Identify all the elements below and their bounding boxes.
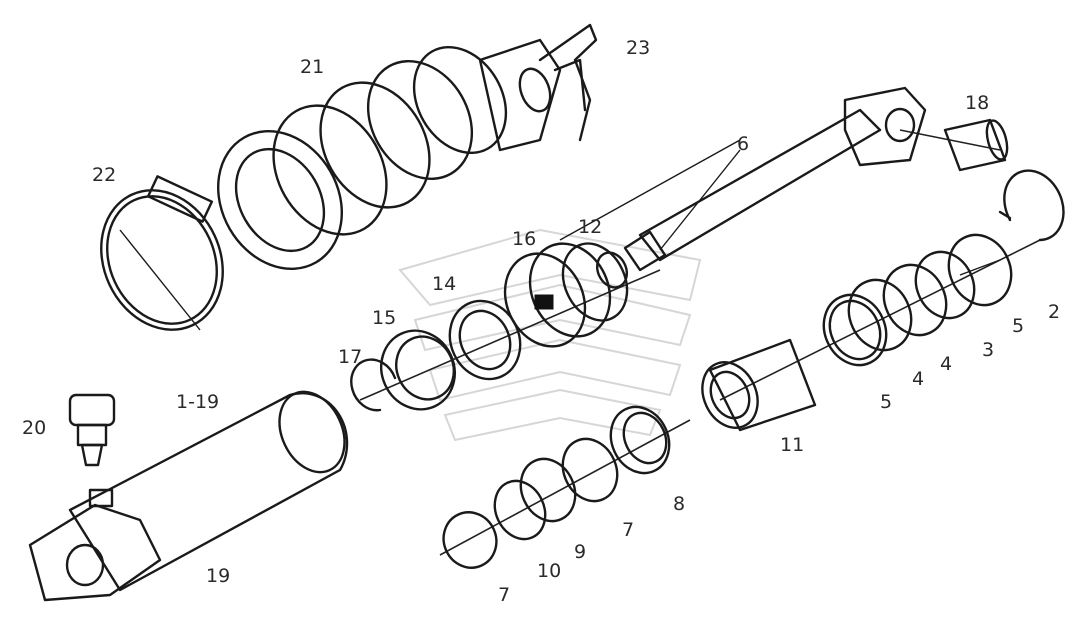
seal-10 [493, 479, 547, 541]
label-23: 23 [626, 37, 650, 59]
label-14: 14 [432, 273, 456, 295]
label-4b: 4 [912, 368, 924, 390]
cylinder-barrel [28, 390, 349, 602]
seal-ring-5a [822, 293, 888, 367]
label-5a: 5 [1012, 315, 1024, 337]
label-19: 19 [206, 565, 230, 587]
cylinder-gland [701, 338, 817, 432]
label-15: 15 [372, 307, 396, 329]
label-5b: 5 [880, 391, 892, 413]
label-18: 18 [965, 92, 989, 114]
label-16: 16 [512, 228, 536, 250]
grease-fitting [68, 393, 116, 467]
label-12: 12 [578, 216, 602, 238]
backup-ring-3 [914, 250, 976, 320]
label-11: 11 [780, 434, 804, 456]
label-21: 21 [300, 56, 324, 78]
guide-ring-7b [442, 511, 498, 569]
label-7a: 7 [622, 519, 634, 541]
label-4a: 4 [940, 353, 952, 375]
retaining-ring-2 [998, 169, 1065, 242]
snap-ring-17 [350, 358, 397, 412]
leader-line-6a [559, 139, 741, 241]
boot-clip [538, 23, 598, 142]
label-10: 10 [537, 560, 561, 582]
wiper-ring-5b [947, 233, 1013, 307]
label-17: 17 [338, 346, 362, 368]
bellows-boot [217, 38, 562, 270]
watermark-logo [398, 228, 702, 442]
label-9: 9 [574, 541, 586, 563]
o-ring-4a [847, 278, 913, 352]
rod-bushing [943, 118, 1009, 172]
label-6: 6 [737, 133, 749, 155]
o-ring-4b [882, 263, 948, 337]
seal-9 [519, 457, 577, 523]
label-20: 20 [22, 417, 46, 439]
guide-ring-7a [561, 437, 619, 503]
label-2: 2 [1048, 301, 1060, 323]
label-1-19: 1-19 [176, 391, 219, 413]
piston-rod [623, 86, 927, 272]
label-7b: 7 [498, 584, 510, 606]
label-8: 8 [673, 493, 685, 515]
wear-ring-15 [380, 329, 456, 411]
o-ring-12 [596, 251, 628, 289]
seal-ring-14 [448, 299, 522, 381]
label-3: 3 [982, 339, 994, 361]
label-22: 22 [92, 164, 116, 186]
wear-ring-8 [609, 405, 671, 475]
hose-clamp [100, 175, 224, 331]
assembly-axes [359, 129, 1041, 556]
part-labels: 1-19 2 3 4 4 5 5 6 7 7 8 9 10 11 12 14 1… [22, 37, 1060, 606]
